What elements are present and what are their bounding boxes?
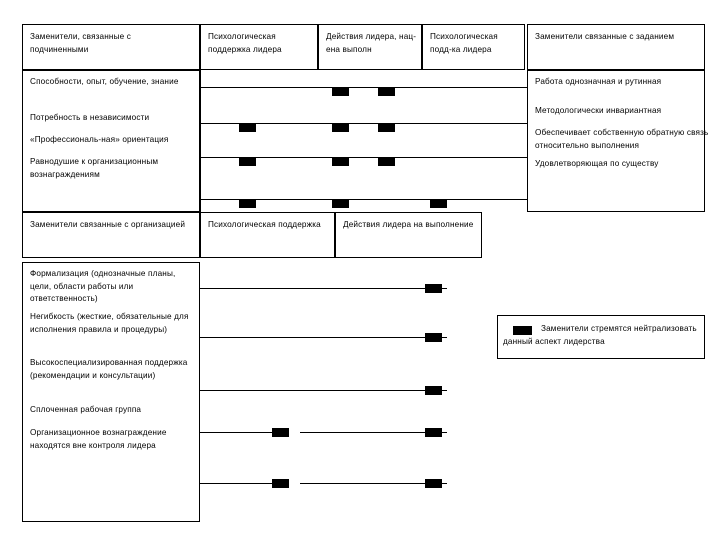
substitute-marker bbox=[378, 157, 395, 166]
connector-row bbox=[300, 432, 447, 433]
substitute-marker bbox=[239, 157, 256, 166]
connector-row bbox=[200, 483, 280, 484]
header-box-organization bbox=[22, 212, 200, 258]
substitute-marker bbox=[272, 479, 289, 488]
upper-grid-left-rail bbox=[200, 70, 201, 212]
header-label-psych-support-short: Психологическая подд-ка лидера bbox=[430, 32, 498, 54]
list-item: Негибкость (жесткие, обязательные для ис… bbox=[30, 312, 189, 334]
substitute-marker bbox=[332, 87, 349, 96]
connector-row bbox=[200, 432, 280, 433]
connector-row bbox=[200, 288, 447, 289]
substitute-marker bbox=[425, 386, 442, 395]
list-item: Методологически инвариантная bbox=[535, 106, 662, 115]
connector-row bbox=[200, 87, 527, 88]
connector-row bbox=[200, 390, 447, 391]
header-label-leader-actions-2: Действия лидера на выполнение bbox=[343, 220, 474, 229]
substitute-marker bbox=[378, 123, 395, 132]
header-box-leader-actions bbox=[318, 24, 422, 70]
list-item: Равнодушие к организационным вознагражде… bbox=[30, 157, 159, 179]
header-label-subordinates: Заменители, связанные с подчиненными bbox=[30, 32, 132, 54]
header-box-psych-support bbox=[200, 212, 335, 258]
header-box-subordinates bbox=[22, 24, 200, 70]
organization-list-box bbox=[22, 262, 200, 522]
list-item: Высокоспециализированная поддержка (реко… bbox=[30, 358, 188, 380]
subordinates-list-box bbox=[22, 70, 200, 212]
list-item: Организационное вознаграждение находятся… bbox=[30, 428, 167, 450]
list-item: Потребность в независимости bbox=[30, 113, 150, 122]
connector-row bbox=[200, 337, 447, 338]
substitute-marker bbox=[430, 199, 447, 208]
list-item: Работа однозначная и рутинная bbox=[535, 77, 662, 86]
header-box-task-substitutes bbox=[527, 24, 705, 70]
connector-row bbox=[300, 483, 447, 484]
substitute-marker bbox=[425, 479, 442, 488]
substitute-marker bbox=[239, 199, 256, 208]
list-item: Обеспечивает собственную обратную связь … bbox=[535, 128, 709, 150]
header-box-leader-actions-2 bbox=[335, 212, 482, 258]
header-box-psych-support-leader bbox=[200, 24, 318, 70]
header-label-organization: Заменители связанные с организацией bbox=[30, 220, 186, 229]
header-label-leader-actions: Действия лидера, нац-ена выполн bbox=[326, 32, 417, 54]
header-label-psych-support: Психологическая поддержка bbox=[208, 220, 321, 229]
upper-grid-right-rail bbox=[527, 70, 528, 212]
header-label-task-substitutes: Заменители связанные с заданием bbox=[535, 32, 675, 41]
connector-row bbox=[200, 199, 527, 200]
substitute-marker bbox=[378, 87, 395, 96]
substitute-marker bbox=[425, 428, 442, 437]
legend-label: Заменители стремятся нейтрализовать данн… bbox=[503, 324, 697, 346]
substitute-marker bbox=[239, 123, 256, 132]
connector-row bbox=[200, 123, 527, 124]
substitute-marker bbox=[425, 333, 442, 342]
substitute-marker bbox=[425, 284, 442, 293]
substitute-marker bbox=[272, 428, 289, 437]
list-item: Формализация (однозначные планы, цели, о… bbox=[30, 269, 176, 303]
header-box-psych-support-short bbox=[422, 24, 525, 70]
connector-row bbox=[200, 157, 527, 158]
substitute-marker bbox=[332, 199, 349, 208]
list-item: Сплоченная рабочая группа bbox=[30, 405, 142, 414]
list-item: «Профессиональ-ная» ориентация bbox=[30, 135, 169, 144]
list-item: Способности, опыт, обучение, знание bbox=[30, 77, 179, 86]
header-label-psych-support-leader: Психологическая поддержка лидера bbox=[208, 32, 282, 54]
legend-swatch-icon bbox=[513, 326, 532, 335]
legend-box bbox=[497, 315, 705, 359]
substitute-marker bbox=[332, 157, 349, 166]
list-item: Удовлетворяющая по существу bbox=[535, 159, 659, 168]
substitute-marker bbox=[332, 123, 349, 132]
